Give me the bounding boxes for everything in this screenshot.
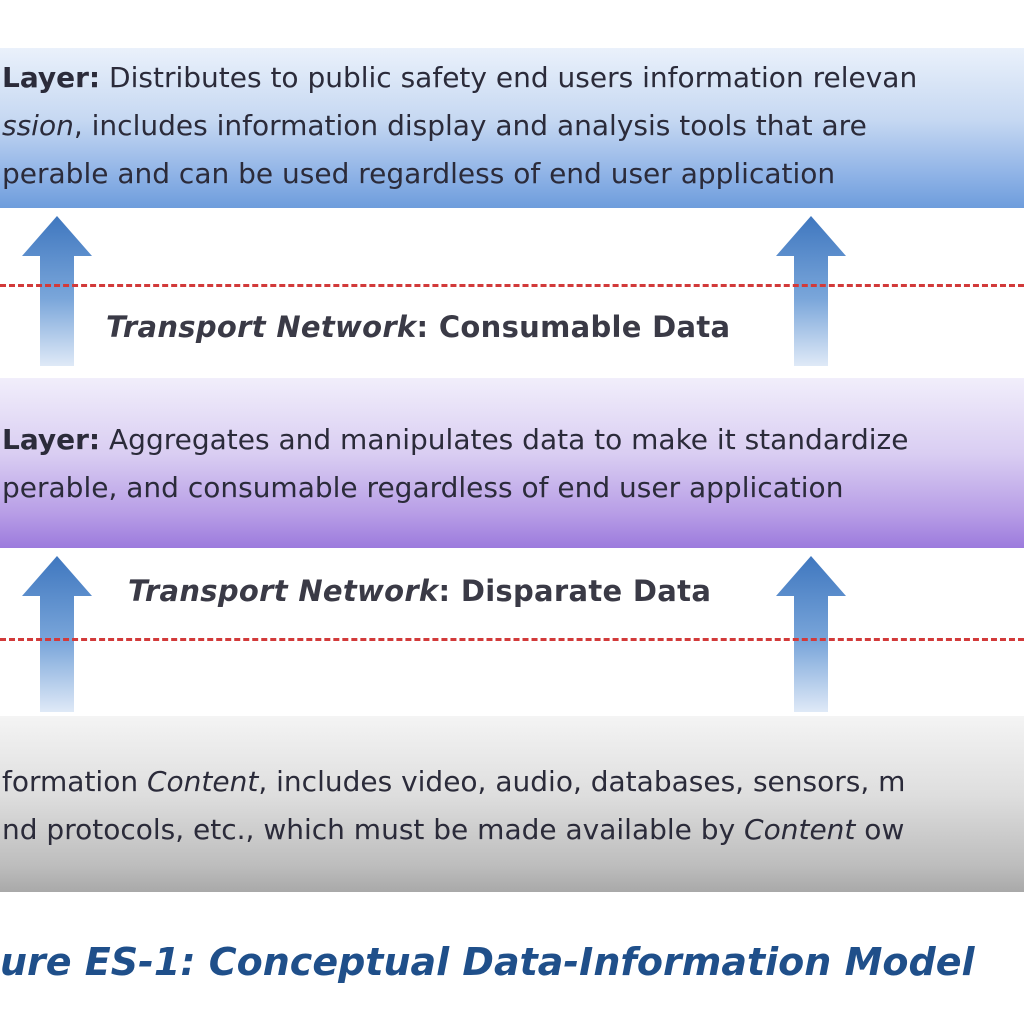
up-arrow-icon [22, 556, 92, 712]
application-layer-name: Layer: [2, 61, 101, 94]
up-arrow-icon [776, 556, 846, 712]
figure-caption: ure ES-1: Conceptual Data-Information Mo… [0, 940, 975, 984]
transport-network-term: Transport Network [128, 574, 439, 608]
application-layer-box: Layer: Distributes to public safety end … [0, 48, 1024, 208]
layer-boundary-dashed-line [0, 284, 1024, 287]
content-layer-box: formation Content, includes video, audio… [0, 716, 1024, 892]
information-layer-line-2-text: perable, and consumable regardless of en… [2, 471, 844, 504]
information-layer-line-2: perable, and consumable regardless of en… [2, 464, 843, 512]
application-layer-line-1: Layer: Distributes to public safety end … [2, 54, 917, 102]
transport-network-disparate-label: Transport Network: Disparate Data [128, 574, 711, 608]
content-layer-line-1-start: formation [2, 765, 147, 798]
transport-network-term: Transport Network [106, 310, 417, 344]
transport-network-disparate-text: : Disparate Data [438, 574, 712, 608]
transport-network-consumable-text: : Consumable Data [416, 310, 731, 344]
up-arrow-icon [776, 216, 846, 366]
application-layer-line-3: perable and can be used regardless of en… [2, 150, 835, 198]
content-layer-line-2-start: nd protocols, etc., which must be made a… [2, 813, 745, 846]
content-term: Content [146, 765, 259, 798]
application-layer-description: Distributes to public safety end users i… [109, 61, 918, 94]
information-layer-description: Aggregates and manipulates data to make … [109, 423, 909, 456]
content-layer-line-2-rest: ow [855, 813, 905, 846]
content-layer-line-1-rest: , includes video, audio, databases, sens… [258, 765, 906, 798]
application-layer-line-3-text: perable and can be used regardless of en… [2, 157, 836, 190]
information-layer-box: Layer: Aggregates and manipulates data t… [0, 378, 1024, 548]
content-layer-line-2: nd protocols, etc., which must be made a… [2, 806, 904, 854]
up-arrow-icon [22, 216, 92, 366]
application-layer-mission-word: ssion [2, 109, 74, 142]
application-layer-line-2-text: , includes information display and analy… [73, 109, 867, 142]
content-term: Content [744, 813, 856, 846]
layer-boundary-dashed-line [0, 638, 1024, 641]
application-layer-line-2: ssion, includes information display and … [2, 102, 867, 150]
content-layer-line-1: formation Content, includes video, audio… [2, 758, 905, 806]
transport-network-consumable-label: Transport Network: Consumable Data [106, 310, 730, 344]
information-layer-line-1: Layer: Aggregates and manipulates data t… [2, 416, 908, 464]
information-layer-name: Layer: [2, 423, 101, 456]
